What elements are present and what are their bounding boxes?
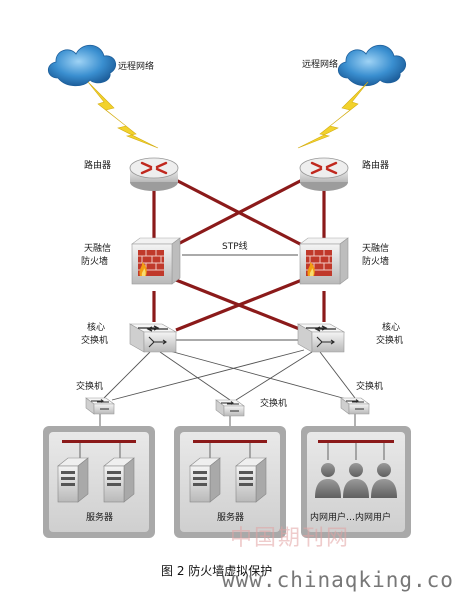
server-icon bbox=[57, 457, 89, 503]
watermark-chinese: 中国期刊网 bbox=[230, 526, 350, 551]
remote-network-left-label: 远程网络 bbox=[118, 60, 154, 72]
server-icon bbox=[103, 457, 135, 503]
server-group-left-label: 服务器 bbox=[86, 511, 113, 523]
firewall-left-label-line2: 防火墙 bbox=[81, 255, 108, 267]
core-switch-left-label-line1: 核心 bbox=[87, 321, 105, 333]
figure-caption: 图 2 防火墙虚拟保护 bbox=[161, 563, 272, 578]
link-core-left-access-center bbox=[159, 351, 231, 401]
cloud-right-icon bbox=[337, 44, 407, 87]
cloud-left-icon bbox=[47, 44, 117, 87]
link-core-left-access-left bbox=[103, 351, 151, 399]
user-group-label: 内网用户…内网用户 bbox=[310, 511, 391, 523]
access-switch-center-label: 交换机 bbox=[260, 397, 287, 409]
link-core-right-access-left bbox=[111, 349, 305, 401]
core-switch-left-label-line2: 交换机 bbox=[81, 334, 108, 346]
access-switch-left-icon bbox=[85, 397, 115, 415]
link-firewall-right-core-left bbox=[175, 278, 303, 332]
server-group-left bbox=[43, 426, 155, 538]
router-left-icon bbox=[128, 156, 180, 193]
link-core-right-access-center bbox=[235, 351, 313, 401]
link-router-right-firewall-left bbox=[175, 176, 307, 247]
link-router-left-firewall-right bbox=[171, 176, 303, 247]
lightning-right-icon bbox=[297, 81, 369, 149]
core-switch-left-icon bbox=[129, 323, 177, 353]
access-switch-left-label: 交换机 bbox=[76, 380, 103, 392]
router-right-icon bbox=[298, 156, 350, 193]
lightning-left-icon bbox=[87, 81, 159, 149]
server-icon bbox=[235, 457, 267, 503]
stp-link-label: STP线 bbox=[222, 240, 248, 252]
remote-network-right-label: 远程网络 bbox=[302, 58, 338, 70]
firewall-left-label-line1: 天融信 bbox=[84, 242, 111, 254]
server-icon bbox=[189, 457, 221, 503]
access-switch-right-label: 交换机 bbox=[356, 380, 383, 392]
core-switch-right-label-line2: 交换机 bbox=[376, 334, 403, 346]
core-switch-right-icon bbox=[297, 323, 345, 353]
firewall-right-icon bbox=[299, 237, 349, 285]
server-group-center-label: 服务器 bbox=[217, 511, 244, 523]
firewall-right-label-line1: 天融信 bbox=[362, 242, 389, 254]
user-group bbox=[301, 426, 411, 538]
firewall-left-icon bbox=[131, 237, 181, 285]
access-switch-center-icon bbox=[215, 399, 245, 417]
watermark-url: www.chinaqking.com bbox=[222, 568, 455, 592]
red-links bbox=[152, 176, 326, 332]
link-core-left-access-right bbox=[165, 349, 351, 401]
router-right-label: 路由器 bbox=[362, 159, 389, 171]
core-switch-right-label-line1: 核心 bbox=[382, 321, 400, 333]
server-group-center bbox=[174, 426, 286, 538]
access-switch-right-icon bbox=[340, 397, 370, 415]
link-core-right-access-right bbox=[319, 351, 356, 399]
firewall-right-label-line2: 防火墙 bbox=[362, 255, 389, 267]
router-left-label: 路由器 bbox=[84, 159, 111, 171]
